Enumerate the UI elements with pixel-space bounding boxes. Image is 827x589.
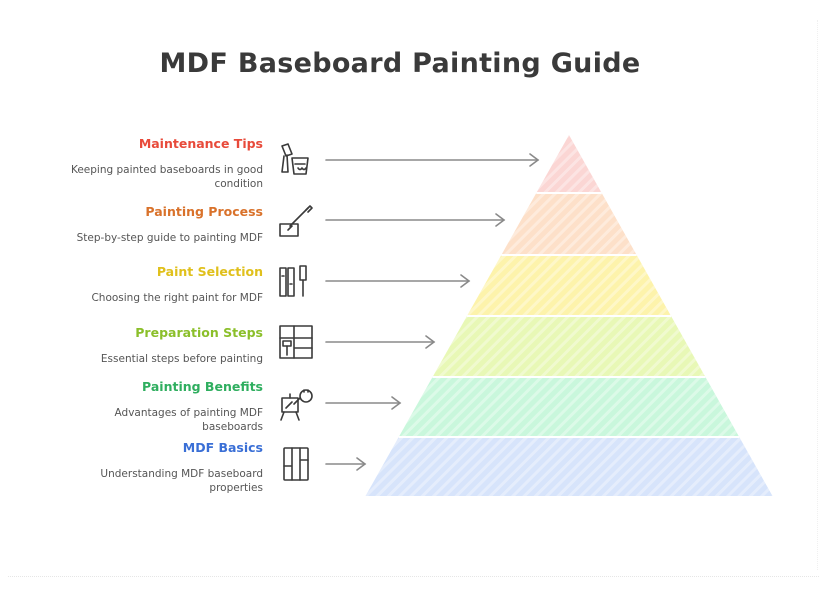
page-title: MDF Baseboard Painting Guide — [159, 48, 641, 79]
level-title: MDF Basics — [182, 440, 263, 455]
level-title: Painting Process — [145, 204, 263, 219]
arrow-6 — [325, 457, 367, 471]
arrow-4 — [325, 335, 436, 349]
arrow-3 — [325, 274, 471, 288]
level-description: Keeping painted baseboards in good condi… — [70, 164, 263, 190]
paint-brush-icon — [279, 205, 313, 237]
level-description: Choosing the right paint for MDF — [91, 292, 263, 304]
pyramid-level-hatch — [398, 377, 740, 437]
bottom-border — [8, 576, 819, 577]
arrow-2 — [325, 213, 506, 227]
level-description: Advantages of painting MDF baseboards — [114, 407, 263, 433]
level-description: Understanding MDF baseboard properties — [100, 468, 263, 494]
roller-grid-icon — [279, 325, 313, 359]
paint-swatches-icon — [279, 265, 307, 297]
level-title: Painting Benefits — [142, 379, 263, 394]
arrow-1 — [325, 153, 540, 167]
level-title: Paint Selection — [156, 264, 263, 279]
pyramid-level-hatch — [466, 255, 672, 316]
pyramid-level-hatch — [432, 316, 706, 377]
easel-icon — [280, 389, 313, 421]
pyramid-level-hatch — [536, 135, 602, 193]
right-border — [817, 20, 818, 570]
level-description: Step-by-step guide to painting MDF — [76, 232, 263, 244]
level-title: Maintenance Tips — [138, 136, 263, 151]
pyramid-level-hatch — [365, 437, 773, 496]
paint-bucket-icon — [281, 143, 309, 175]
arrow-5 — [325, 396, 402, 410]
level-title: Preparation Steps — [135, 325, 263, 340]
pyramid-level-hatch — [501, 193, 637, 255]
board-panel-icon — [283, 447, 309, 481]
level-description: Essential steps before painting — [100, 353, 263, 365]
